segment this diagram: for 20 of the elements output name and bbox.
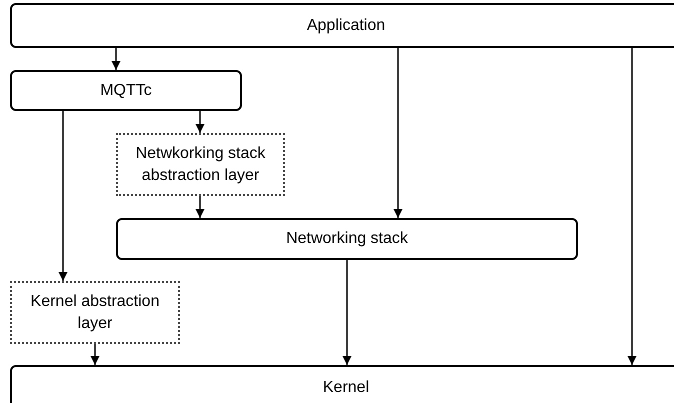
node-label: Kernel abstraction layer <box>30 292 160 334</box>
arrow <box>394 48 402 218</box>
node-label: MQTTc <box>100 80 152 101</box>
component-box <box>116 218 578 260</box>
arrow <box>196 196 204 218</box>
component-box <box>10 365 674 403</box>
component-box <box>10 3 674 48</box>
component-box <box>10 70 242 111</box>
node-label: Netwkorking stack abstraction layer <box>134 144 266 186</box>
arrow <box>628 48 636 365</box>
arrow <box>58 111 68 281</box>
arrow <box>112 48 120 70</box>
node-label: Application <box>306 16 386 36</box>
dotted-layer-box <box>10 281 180 344</box>
arrow <box>196 111 204 133</box>
node-label: Kernel <box>322 378 370 398</box>
arrow <box>342 260 352 365</box>
arrow <box>90 344 100 365</box>
dotted-layer-box <box>116 133 285 196</box>
node-label: Networking stack <box>286 229 408 250</box>
